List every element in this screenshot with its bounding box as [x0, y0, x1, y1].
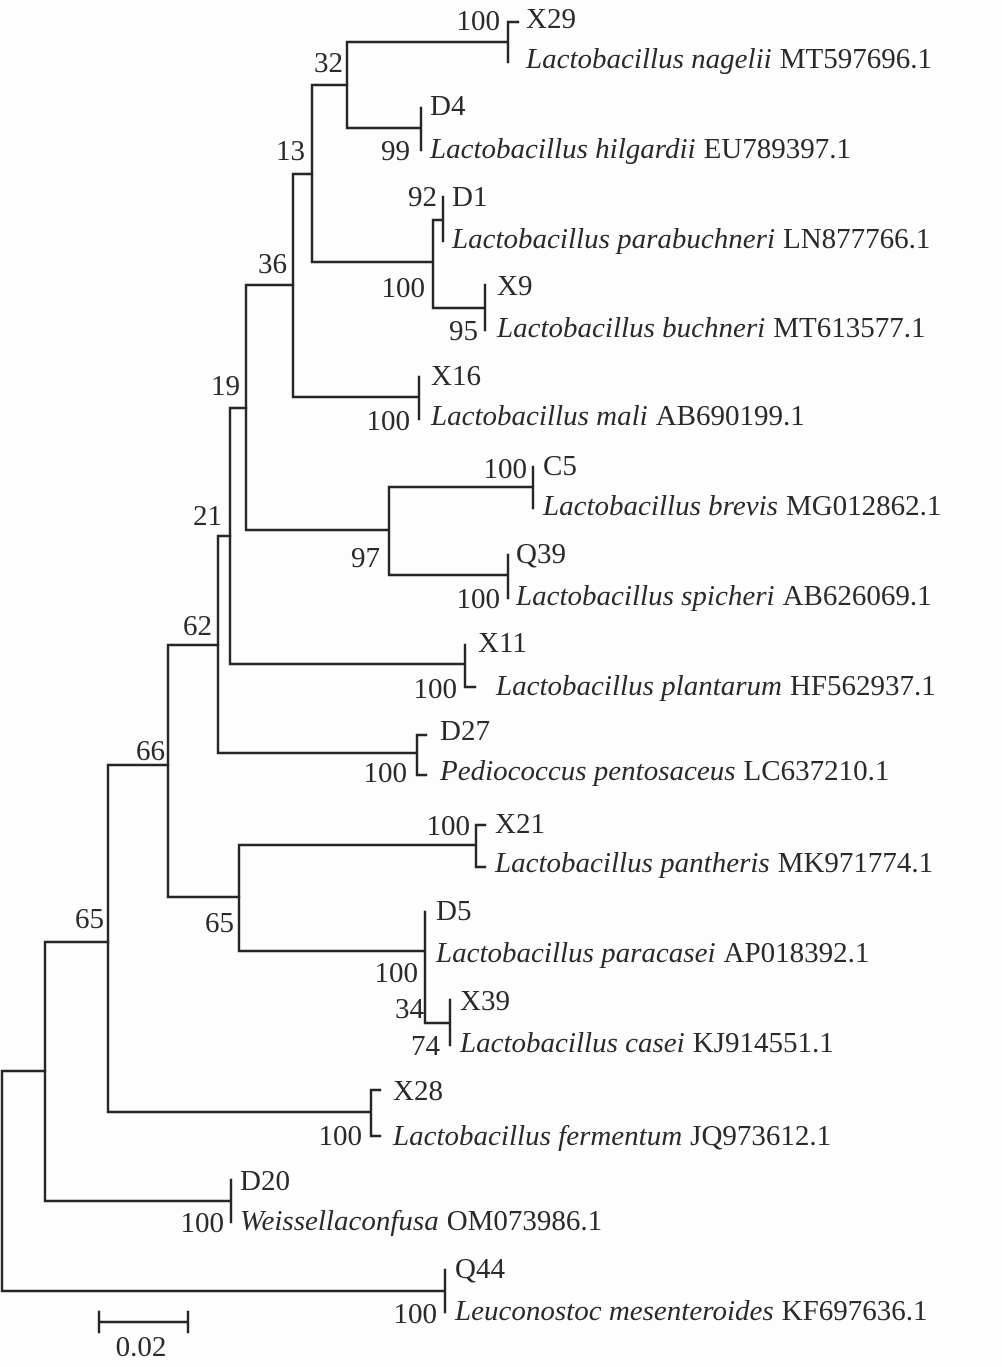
- bootstrap-value: 65: [75, 903, 104, 935]
- clade-32: [345, 20, 520, 152]
- clade-19: [228, 406, 477, 689]
- bootstrap-value: 100: [414, 673, 458, 705]
- bootstrap-value: 100: [375, 957, 419, 989]
- bootstrap-value: 65: [205, 907, 234, 939]
- bootstrap-value: 100: [427, 810, 471, 842]
- tree-branches: [0, 20, 535, 1314]
- bootstrap-value: 99: [381, 135, 410, 167]
- root-branches: [0, 1069, 447, 1314]
- strain-id: Q44: [455, 1253, 505, 1285]
- bootstrap-value: 97: [351, 542, 380, 574]
- strain-id: X29: [526, 3, 576, 35]
- clade-62: [166, 643, 241, 899]
- scale-bar-label: 0.02: [116, 1331, 167, 1363]
- strain-id: D27: [440, 715, 490, 747]
- bootstrap-value: 100: [364, 757, 408, 789]
- strain-id: X16: [431, 360, 481, 392]
- bootstrap-value: 36: [258, 248, 287, 280]
- bootstrap-value: 100: [319, 1120, 363, 1152]
- bootstrap-value: 92: [408, 181, 437, 213]
- strain-id: X21: [495, 808, 545, 840]
- bootstrap-value: 19: [211, 370, 240, 402]
- strain-id: X28: [393, 1075, 443, 1107]
- scale-bar-line: [97, 1310, 190, 1334]
- bootstrap-value: 74: [411, 1030, 441, 1062]
- bootstrap-value: 62: [183, 610, 212, 642]
- bootstrap-value: 21: [193, 500, 222, 532]
- bootstrap-value: 95: [449, 315, 478, 347]
- clade-36: [244, 283, 535, 600]
- clade-65-outer: [43, 940, 233, 1224]
- strain-id: C5: [543, 450, 577, 482]
- strain-id: D20: [240, 1165, 290, 1197]
- bootstrap-value: 32: [314, 47, 343, 79]
- bootstrap-value: 34: [395, 993, 425, 1025]
- clade-65-inner: [237, 823, 487, 1047]
- clade-13: [310, 83, 487, 332]
- strain-id: D4: [430, 90, 466, 122]
- clade-66: [106, 763, 382, 1138]
- strain-id: D5: [436, 895, 471, 927]
- bootstrap-value: 13: [276, 135, 305, 167]
- bootstrap-value: 100: [181, 1207, 225, 1239]
- bootstrap-value: 66: [136, 735, 165, 767]
- bootstrap-value: 100: [457, 583, 501, 615]
- strain-id: X39: [460, 985, 510, 1017]
- bootstrap-value: 100: [394, 1298, 438, 1330]
- bootstrap-value: 100: [457, 5, 501, 37]
- scale-bar: 0.02: [97, 1310, 190, 1363]
- clade-mali: [291, 172, 421, 421]
- strain-id: Q39: [516, 538, 566, 570]
- clade-21: [216, 534, 428, 777]
- bootstrap-value: 100: [484, 453, 528, 485]
- bootstrap-value: 100: [382, 272, 426, 304]
- strain-id: X9: [497, 270, 532, 302]
- strain-id: X11: [478, 627, 527, 659]
- strain-id: D1: [452, 181, 487, 213]
- bootstrap-value: 100: [367, 405, 411, 437]
- bootstrap-values: 100 32 99 13 92 100 95 36 100 19 100 97 …: [75, 5, 527, 1330]
